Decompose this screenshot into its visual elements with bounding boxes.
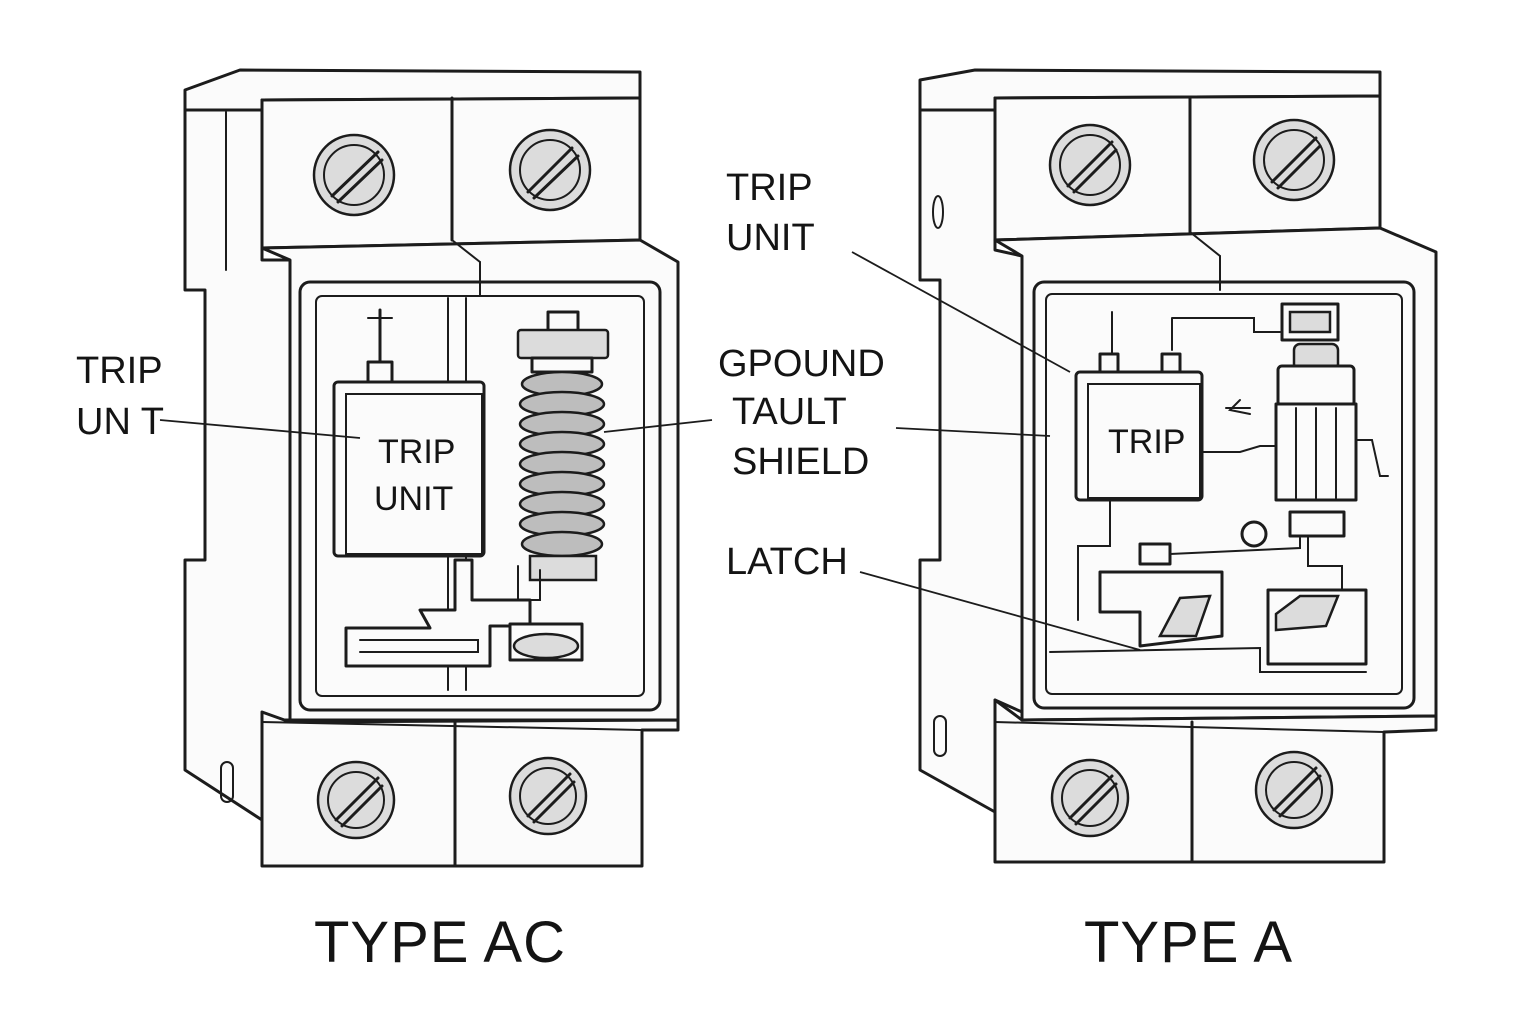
screw-icon [1050,758,1130,838]
type-ac-breaker: TRIP UNIT [76,68,713,975]
type-a-breaker: TRIP [851,68,1438,975]
leader-line [895,427,1051,437]
screw-icon [508,756,588,836]
type-ac-outer-label-line1: TRIP [76,350,163,392]
spring-coil-icon [518,370,606,558]
trip-unit-label-line1: TRIP [726,167,813,209]
ground-fault-label-line3: SHIELD [732,441,869,483]
screw-icon [312,133,396,217]
leader-line [851,251,1071,373]
type-ac-outer-label-line2: UN T [76,401,164,443]
type-a-inner-label: TRIP [1108,423,1185,461]
screw-icon [1252,118,1336,202]
ground-fault-label-line1: GPOUND [718,343,885,385]
trip-unit-label-line2: UNIT [726,217,815,259]
ground-fault-label-line2: TAULT [732,391,847,433]
type-ac-inner-label-line2: UNIT [374,480,453,518]
leader-line [603,419,713,433]
type-ac-caption: TYPE AC [314,910,566,975]
screw-icon [1048,123,1132,207]
leader-line [859,571,1141,651]
center-labels: TRIP UNIT GPOUND TAULT SHIELD LATCH [718,167,885,583]
screw-icon [316,760,396,840]
type-a-caption: TYPE A [1084,910,1293,975]
screw-icon [508,128,592,212]
leader-line [159,419,361,439]
type-ac-inner-label-line1: TRIP [378,433,455,471]
screw-icon [1254,750,1334,830]
latch-label: LATCH [726,541,848,583]
